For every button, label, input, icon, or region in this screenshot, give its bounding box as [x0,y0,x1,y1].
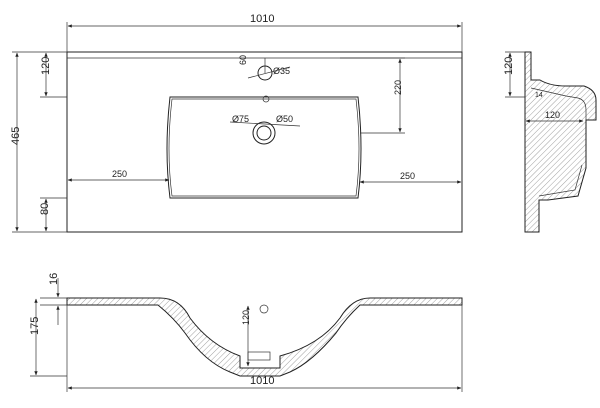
total-height-label: 175 [29,317,41,335]
overflow-hole [262,95,270,103]
drain-inner-label: Ø50 [276,114,293,124]
right-side-label: 250 [400,171,415,181]
bottom-width-label: 1010 [250,375,274,387]
front-section-profile [66,297,463,377]
side-section-profile [524,51,597,233]
drain-inner [256,125,272,141]
bowl-outline [166,96,362,199]
bowl-depth-label: 220 [393,80,403,95]
width-label: 1010 [250,13,274,25]
basin-outline [66,51,463,233]
depth-label: 465 [10,127,22,145]
front-section: 16 175 120 1010 [29,273,463,392]
top-view: 60 Ø35 Ø75 Ø50 1010 465 120 80 220 25 [10,13,463,233]
drain-outer [252,121,276,145]
tap-hole-label: Ø35 [273,66,290,76]
bowl-height-label: 120 [241,310,251,325]
side-small-label: 14 [535,92,543,99]
left-side-label: 250 [112,169,127,179]
bowl-inner-outline [168,98,360,197]
front-overflow-hole [259,304,269,314]
side-height-label: 120 [503,57,515,75]
tap-offset-label: 120 [40,57,52,75]
thickness-label: 16 [48,273,60,285]
tap-hole-depth-label: 60 [238,55,248,65]
drain-outer-label: Ø75 [232,114,249,124]
front-ledge-label: 80 [39,203,51,215]
side-section: 120 14 120 [503,51,597,233]
side-depth-label: 120 [545,110,560,120]
